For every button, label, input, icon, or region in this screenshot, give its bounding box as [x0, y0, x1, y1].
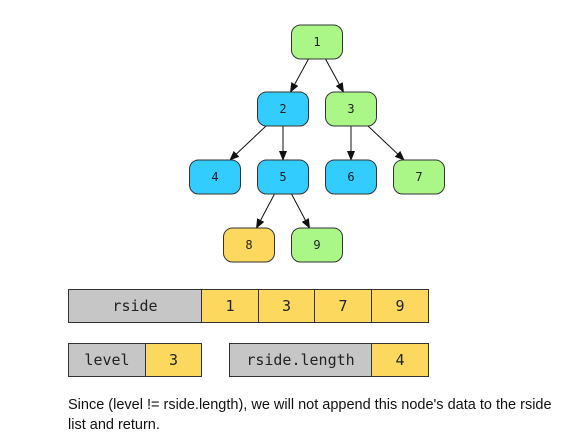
- tree-node: 6: [325, 159, 377, 195]
- level-label: level: [68, 343, 146, 377]
- binary-tree-diagram: 1 2 3 4 5 6 7 8 9: [189, 24, 445, 263]
- tree-node-box: [393, 159, 445, 195]
- level-value: 3: [145, 343, 202, 377]
- tree-node-label: 1: [313, 35, 320, 49]
- tree-node-label: 7: [415, 170, 422, 184]
- tree-edge: [229, 125, 267, 161]
- rside-value: 7: [314, 289, 372, 323]
- rside-value: 3: [258, 289, 315, 323]
- tree-node: 9: [291, 227, 343, 263]
- tree-node: 7: [393, 159, 445, 195]
- tree-nodes: 1 2 3 4 5 6 7 8 9: [189, 24, 445, 263]
- tree-node: 1: [291, 24, 343, 60]
- tree-node-box: [291, 227, 343, 263]
- explanation-caption: Since (level != rside.length), we will n…: [68, 397, 552, 433]
- rside-value: 1: [201, 289, 259, 323]
- tree-node: 2: [257, 91, 309, 127]
- tree-node-label: 2: [279, 102, 286, 116]
- tree-node: 5: [257, 159, 309, 195]
- tree-node: 4: [189, 159, 241, 195]
- tree-edges: [229, 58, 405, 229]
- tree-node-label: 3: [347, 102, 354, 116]
- tree-node-label: 9: [313, 238, 320, 252]
- tree-node-label: 5: [279, 170, 286, 184]
- tree-node-label: 6: [347, 170, 354, 184]
- rside-length-label: rside.length: [229, 343, 372, 377]
- tree-node-box: [325, 159, 377, 195]
- tree-node-box: [257, 159, 309, 195]
- rside-array: rside 1 3 7 9: [68, 289, 429, 323]
- rside-value: 9: [371, 289, 429, 323]
- tree-node-label: 4: [211, 170, 218, 184]
- tree-edge: [290, 58, 309, 93]
- tree-node-box: [223, 227, 275, 263]
- tree-node-box: [291, 24, 343, 60]
- tree-node: 8: [223, 227, 275, 263]
- rside-label: rside: [68, 289, 202, 323]
- tree-node-box: [325, 91, 377, 127]
- tree-edge: [256, 193, 275, 229]
- rside-length-variable: rside.length 4: [229, 343, 429, 377]
- tree-edge: [367, 125, 405, 161]
- tree-node-label: 8: [245, 238, 252, 252]
- rside-length-value: 4: [371, 343, 429, 377]
- tree-node-box: [189, 159, 241, 195]
- tree-node: 3: [325, 91, 377, 127]
- tree-node-box: [257, 91, 309, 127]
- tree-edge: [325, 58, 344, 93]
- tree-edge: [291, 193, 310, 229]
- level-variable: level 3: [68, 343, 202, 377]
